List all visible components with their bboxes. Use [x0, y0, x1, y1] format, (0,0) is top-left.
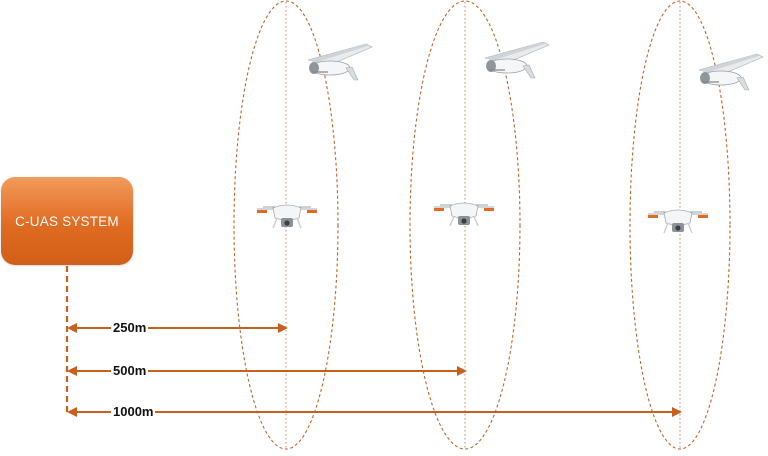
range-label-1000m: 1000m — [111, 404, 156, 420]
quadcopter-icon — [647, 209, 709, 234]
fixed-wing-drone-icon — [484, 41, 550, 79]
fixed-wing-drone-icon — [698, 53, 764, 91]
quadcopter-icon — [433, 202, 495, 227]
cuas-system-label: C-UAS SYSTEM — [15, 213, 119, 229]
range-label-500m: 500m — [111, 363, 149, 379]
quadcopter-icon — [256, 204, 318, 229]
range-label-250m: 250m — [111, 320, 149, 336]
zone-1000m — [629, 0, 731, 450]
range-ellipse — [629, 0, 731, 450]
fixed-wing-drone-icon — [307, 43, 373, 81]
range-ellipse — [409, 0, 521, 450]
cuas-system-box: C-UAS SYSTEM — [1, 177, 133, 265]
range-ellipse — [233, 0, 339, 450]
